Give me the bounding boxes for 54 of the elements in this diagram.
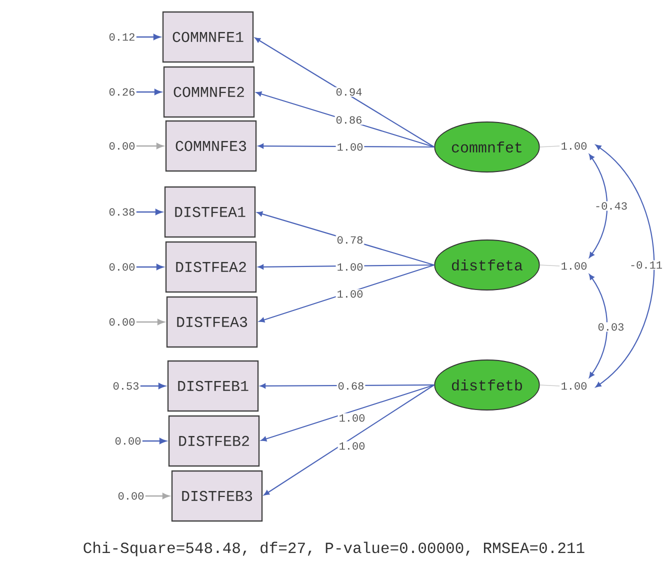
- edge-label: 0.86: [334, 115, 364, 125]
- line: [539, 384, 560, 386]
- loading-arrow: [258, 264, 434, 322]
- error-variance-value: 0.38: [109, 208, 134, 216]
- observed-variable-box: DISTFEB3: [171, 470, 263, 522]
- error-variance-value: 0.00: [109, 318, 135, 326]
- observed-variable-box: COMMNFE2: [163, 66, 255, 118]
- variance-value: 1.00: [562, 262, 587, 270]
- loading-arrow: [264, 384, 434, 496]
- edge-label: -0.43: [594, 201, 628, 211]
- edge-label: -0.11: [628, 260, 664, 270]
- error-variance-value: 0.53: [113, 382, 138, 390]
- variance-value: 1.00: [562, 142, 587, 150]
- variance-value: 1.00: [562, 382, 587, 390]
- edge-label: 1.00: [336, 262, 364, 272]
- observed-variable-box: DISTFEA3: [166, 296, 258, 348]
- edge-label: 1.00: [338, 413, 366, 423]
- error-arrow: [136, 319, 164, 325]
- loading-arrow: [256, 91, 434, 148]
- error-arrow: [136, 208, 162, 215]
- error-variance-value: 0.12: [109, 33, 134, 41]
- covariance-arrow: [589, 154, 608, 258]
- loading-arrow: [260, 384, 434, 442]
- edge-label: 1.00: [336, 142, 364, 152]
- edge-label: 0.94: [334, 87, 364, 97]
- error-arrow: [136, 34, 160, 40]
- error-variance-value: 0.26: [109, 88, 134, 96]
- error-variance-value: 0.00: [115, 437, 141, 445]
- edge-label: 0.03: [596, 322, 626, 332]
- line: [539, 146, 560, 148]
- error-arrow: [136, 264, 164, 270]
- error-arrow: [145, 493, 170, 499]
- observed-variable-box: DISTFEB2: [168, 415, 260, 467]
- error-variance-value: 0.00: [109, 263, 135, 271]
- covariance-arrow: [596, 144, 655, 388]
- loading-arrow: [254, 37, 434, 148]
- observed-variable-box: DISTFEA1: [164, 186, 256, 238]
- error-arrow: [140, 383, 166, 389]
- edge-label: 1.00: [338, 441, 366, 451]
- observed-variable-box: COMMNFE3: [165, 120, 257, 172]
- observed-variable-box: COMMNFE1: [162, 11, 254, 63]
- error-arrow: [142, 438, 166, 444]
- observed-variable-box: DISTFEA2: [165, 241, 257, 293]
- error-variance-value: 0.00: [118, 492, 144, 500]
- edge-label: 0.68: [336, 381, 366, 391]
- line: [539, 264, 560, 266]
- error-variance-value: 0.00: [109, 142, 135, 150]
- error-arrow: [136, 89, 162, 95]
- fit-statistics: Chi-Square=548.48, df=27, P-value=0.00000, RMSEA=0.211: [84, 542, 584, 556]
- observed-variable-box: DISTFEB1: [167, 360, 259, 412]
- error-arrow: [136, 142, 164, 149]
- edge-label: 1.00: [336, 289, 364, 299]
- edge-label: 0.78: [336, 235, 364, 245]
- covariance-arrow: [589, 274, 608, 378]
